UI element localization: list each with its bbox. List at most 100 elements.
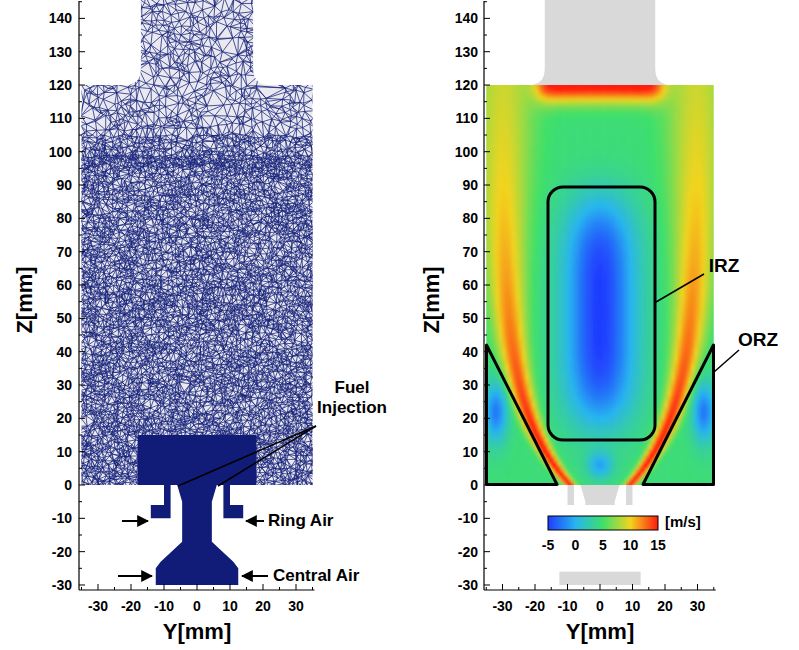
field-cell — [480, 372, 484, 376]
field-cell — [480, 178, 484, 182]
field-cell — [480, 462, 484, 466]
field-cell — [480, 108, 484, 112]
field-cell — [480, 302, 484, 306]
field-cell — [532, 488, 536, 492]
field-cell — [480, 235, 484, 239]
field-cell — [480, 165, 484, 169]
field-cell — [480, 465, 484, 469]
field-cell — [480, 488, 484, 492]
field-cell — [480, 92, 484, 96]
field-cell — [480, 435, 484, 439]
field-cell — [496, 488, 500, 492]
field-cell — [480, 142, 484, 146]
field-cell — [480, 455, 484, 459]
field-cell — [480, 212, 484, 216]
field-cell — [506, 78, 510, 82]
field-cell — [480, 412, 484, 416]
field-cell — [499, 488, 503, 492]
field-cell — [480, 268, 484, 272]
field-cell — [522, 78, 526, 82]
field-cell — [480, 102, 484, 106]
field-cell — [493, 78, 497, 82]
field-cell — [480, 138, 484, 142]
field-cell — [480, 445, 484, 449]
field-cell — [480, 185, 484, 189]
field-cell — [480, 428, 484, 432]
field-cell — [486, 78, 490, 82]
field-cell — [490, 488, 494, 492]
field-cell — [480, 325, 484, 329]
field-cell — [480, 208, 484, 212]
nozzle-mesh — [151, 485, 243, 585]
velocity-contour — [480, 0, 739, 585]
field-cell — [480, 262, 484, 266]
field-cell — [509, 78, 513, 82]
field-cell — [480, 452, 484, 456]
field-cell — [480, 352, 484, 356]
field-cell — [480, 285, 484, 289]
field-cell — [480, 292, 484, 296]
field-cell — [480, 238, 484, 242]
field-cell — [509, 488, 513, 492]
field-cell — [486, 488, 490, 492]
field-cell — [480, 418, 484, 422]
field-cell — [493, 488, 497, 492]
field-cell — [525, 488, 529, 492]
field-cell — [480, 112, 484, 116]
field-cell — [480, 298, 484, 302]
field-cell — [480, 98, 484, 102]
field-cell — [480, 255, 484, 259]
field-cell — [480, 282, 484, 286]
field-cell — [480, 312, 484, 316]
field-cell — [480, 218, 484, 222]
nozzle-part — [151, 485, 171, 518]
field-cell — [480, 338, 484, 342]
field-cell — [480, 122, 484, 126]
field-cell — [480, 128, 484, 132]
field-cell — [480, 318, 484, 322]
field-cell — [480, 378, 484, 382]
field-cell — [499, 78, 503, 82]
field-cell — [480, 305, 484, 309]
field-cell — [480, 485, 484, 489]
field-cell — [480, 368, 484, 372]
field-cell — [480, 425, 484, 429]
field-cell — [480, 82, 484, 86]
field-cell — [480, 205, 484, 209]
field-cell — [480, 328, 484, 332]
field-cell — [480, 125, 484, 129]
exhaust-region — [529, 0, 672, 85]
field-cell — [480, 245, 484, 249]
field-cell — [503, 78, 507, 82]
field-cell — [480, 482, 484, 486]
field-cell — [480, 232, 484, 236]
field-cell — [480, 152, 484, 156]
field-cell — [480, 215, 484, 219]
field-cell — [480, 85, 484, 89]
field-cell — [480, 228, 484, 232]
field-cell — [525, 78, 529, 82]
field-cell — [480, 385, 484, 389]
field-cell — [480, 422, 484, 426]
field-cell — [503, 488, 507, 492]
field-cell — [480, 182, 484, 186]
field-cell — [480, 405, 484, 409]
field-cell — [480, 145, 484, 149]
field-cell — [480, 172, 484, 176]
field-cell — [519, 78, 523, 82]
field-cell — [480, 468, 484, 472]
field-cell — [480, 132, 484, 136]
field-cell — [480, 472, 484, 476]
field-cell — [506, 488, 510, 492]
nozzle-part — [223, 485, 243, 518]
field-cell — [480, 248, 484, 252]
field-cell — [480, 398, 484, 402]
field-cell — [480, 345, 484, 349]
field-cell — [480, 382, 484, 386]
field-cell — [516, 488, 520, 492]
field-cell — [512, 78, 516, 82]
field-cell — [480, 348, 484, 352]
field-cell — [480, 432, 484, 436]
